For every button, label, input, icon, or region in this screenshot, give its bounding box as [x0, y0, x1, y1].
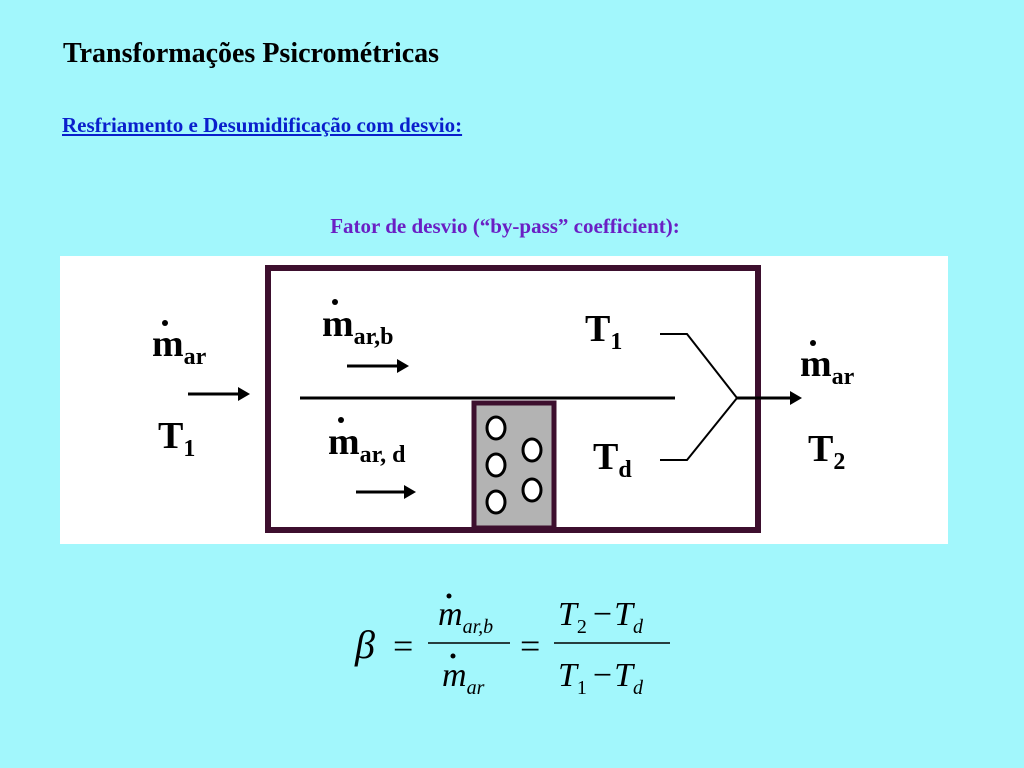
inlet-flow-symbol: mar: [152, 323, 207, 370]
outlet-arrow-head: [790, 391, 802, 405]
coil-flow-dot: [338, 417, 344, 423]
coil-stream-label: mar, d Td: [328, 417, 632, 483]
fraction1-numerator: mar,b: [438, 596, 493, 638]
coil-tube: [485, 489, 507, 515]
inlet-flow-dot: [162, 320, 168, 326]
bypass-label: mar,b T1: [322, 299, 622, 355]
coil-temp-symbol: Td: [593, 436, 632, 483]
inlet-label: mar T1: [152, 320, 207, 462]
coil-tube: [521, 477, 543, 503]
inlet-temp-symbol: T1: [158, 415, 195, 462]
coil-tube: [521, 437, 543, 463]
fraction1-denominator-dot: [450, 653, 456, 659]
coil-tubes: [485, 415, 543, 515]
bypass-diagram-svg: mar T1 mar,b T1 mar, d Td mar T: [152, 265, 855, 533]
outlet-flow-symbol: mar: [800, 343, 855, 390]
coil-tube: [485, 452, 507, 478]
beta-symbol: β: [354, 622, 375, 667]
bypass-flow-symbol: mar,b: [322, 303, 393, 350]
equals-sign-2: =: [520, 626, 540, 666]
formula-svg: β = mar,b mar = T2−Td T1−Td: [354, 593, 670, 699]
fraction1-numerator-dot: [446, 593, 452, 599]
outlet-temp-symbol: T2: [808, 428, 845, 475]
equals-sign-1: =: [393, 626, 413, 666]
fraction1-denominator: mar: [442, 657, 485, 699]
coil-flow-symbol: mar, d: [328, 421, 406, 468]
coil-arrow-head: [404, 485, 416, 499]
bypass-flow-dot: [332, 299, 338, 305]
fraction2-numerator: T2−Td: [558, 596, 644, 638]
diagram-caption: Fator de desvio (“by-pass” coefficient):: [330, 214, 680, 238]
outlet-label: mar T2: [800, 340, 855, 475]
inlet-arrow-head: [238, 387, 250, 401]
bypass-factor-formula: β = mar,b mar = T2−Td T1−Td: [0, 580, 1024, 710]
bypass-temp-symbol: T1: [585, 308, 622, 355]
bypass-arrow-head: [397, 359, 409, 373]
outlet-flow-dot: [810, 340, 816, 346]
page-title: Transformações Psicrométricas: [63, 38, 440, 69]
fraction2-denominator: T1−Td: [558, 657, 644, 699]
bypass-diagram: mar T1 mar,b T1 mar, d Td mar T: [60, 256, 948, 544]
coil-tube: [485, 415, 507, 441]
section-subtitle: Resfriamento e Desumidificação com desvi…: [62, 113, 463, 137]
